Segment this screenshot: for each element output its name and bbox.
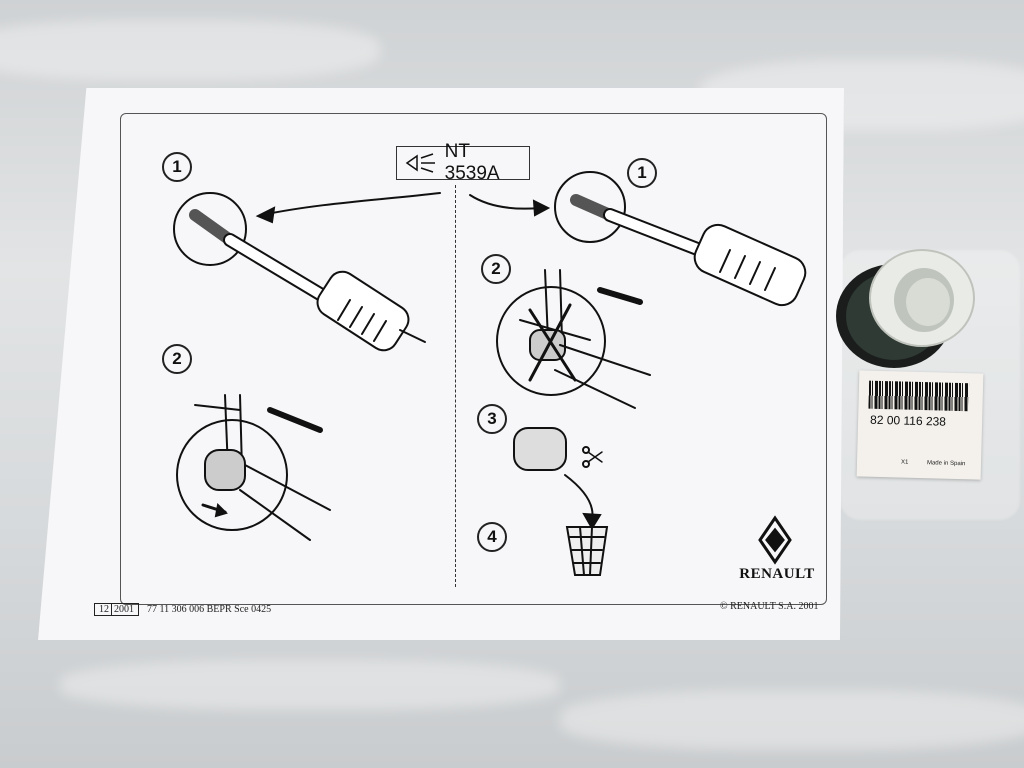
arrow-right-icon xyxy=(469,194,541,210)
tarp-fold xyxy=(60,660,560,710)
copyright: © RENAULT S.A. 2001 xyxy=(720,601,819,612)
tarp-fold xyxy=(0,20,380,80)
tool-reference-text: NT 3539A xyxy=(444,141,500,184)
barcode-icon xyxy=(868,380,970,412)
part-quantity: X1 xyxy=(900,459,909,466)
sheet-frame xyxy=(120,113,827,605)
step-number: 4 xyxy=(477,522,507,552)
date-year: 2001 xyxy=(111,604,136,615)
step-number: 2 xyxy=(162,344,192,374)
magnifier-circle-right-2 xyxy=(496,286,606,396)
magnifier-circle-left xyxy=(173,192,247,266)
seal-part xyxy=(836,249,975,368)
step-number: 1 xyxy=(627,158,657,188)
brand-name: RENAULT xyxy=(739,566,815,582)
old-seal-icon xyxy=(513,427,567,471)
part-label: 82 00 116 238 X1 Made in Spain xyxy=(856,370,984,480)
step-number: 2 xyxy=(481,254,511,284)
tarp-fold xyxy=(560,690,1024,750)
arrowhead-right-icon xyxy=(532,199,551,217)
scissors-icon xyxy=(587,451,603,463)
eye-icon xyxy=(405,153,435,173)
cv-boot-left xyxy=(316,270,410,352)
arrowhead-left-icon xyxy=(255,206,276,224)
step-number: 1 xyxy=(162,152,192,182)
center-divider xyxy=(455,185,456,587)
magnifier-circle-left-2 xyxy=(176,419,288,531)
date-month: 12 xyxy=(99,604,109,615)
date-box: 12 2001 xyxy=(94,603,139,616)
seal-left xyxy=(204,449,246,491)
magnifier-circle-right xyxy=(554,171,626,243)
part-number: 82 00 116 238 xyxy=(869,412,947,429)
cv-boot-right xyxy=(693,223,807,307)
cross-out-icon xyxy=(528,303,577,382)
renault-logo-icon xyxy=(758,515,792,565)
part-origin: Made in Spain xyxy=(926,460,966,468)
doc-code: 77 11 306 006 BEPR Sce 0425 xyxy=(147,604,272,615)
step-number: 3 xyxy=(477,404,507,434)
tool-reference-box: NT 3539A xyxy=(396,141,530,184)
footer-left: 12 2001 77 11 306 006 BEPR Sce 0425 xyxy=(94,603,271,616)
arrow-left-icon xyxy=(261,192,441,216)
